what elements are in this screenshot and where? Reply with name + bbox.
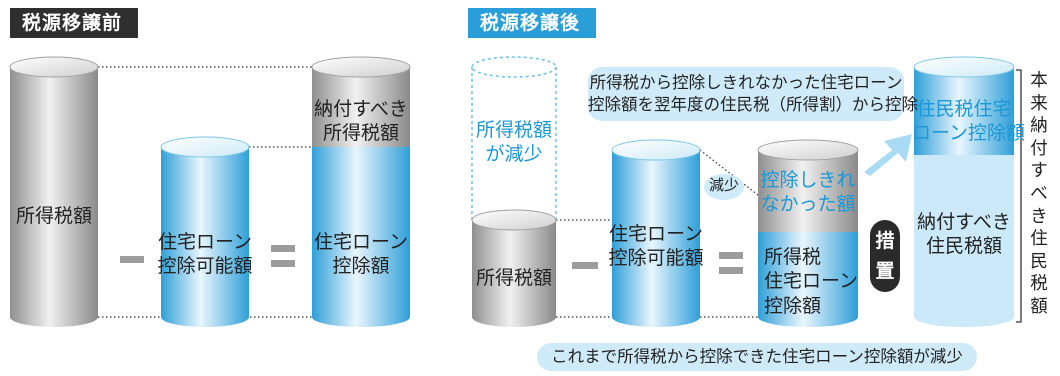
- minus-sign-after: [572, 262, 598, 269]
- credit-label-before: 住宅ローン控除額: [313, 231, 409, 278]
- credit-available-label-after: 住宅ローン控除可能額: [608, 223, 704, 270]
- bracket-label-char: す: [1030, 161, 1048, 182]
- credit-available-cylinder-after: [611, 139, 701, 327]
- bracket-label-char: 住: [1030, 229, 1048, 250]
- reduced-tax-ghost-cylinder: [471, 56, 557, 220]
- reduce-tag-label: 減少: [708, 176, 739, 194]
- credit-available-cylinder-before: [160, 136, 250, 327]
- measure-badge-bg: [870, 220, 900, 292]
- bracket-label-char: 付: [1030, 138, 1048, 159]
- result-cylinder-after: [757, 139, 859, 327]
- bracket-label-char: 税: [1030, 274, 1048, 295]
- transfer-arrow: [864, 134, 912, 176]
- income-tax-label-before: 所得税額: [15, 205, 92, 227]
- bracket-label-char: べ: [1030, 183, 1048, 204]
- bracket-label: 本来納付すべき住民税額: [1026, 70, 1052, 319]
- note-bottom-bubble: これまで所得税から控除できた住宅ローン控除額が減少: [537, 343, 977, 371]
- note-top-bubble: 所得税から控除しきれなかった住宅ローン控除額を翌年度の住民税（所得割）から控除: [588, 67, 918, 121]
- connector-lines-after: [552, 149, 759, 318]
- reduced-tax-label: 所得税額が減少: [475, 119, 552, 166]
- income-tax-cylinder-after: [471, 209, 557, 327]
- equals-sign-before: [271, 245, 295, 267]
- bracket-label-char: 来: [1030, 93, 1048, 114]
- income-tax-cylinder-before: [9, 56, 99, 327]
- income-tax-label-after: 所得税額: [475, 267, 552, 289]
- reduce-tag-bg: [704, 174, 744, 200]
- measure-label: 措置: [875, 230, 895, 282]
- bracket: [1016, 69, 1022, 323]
- bracket-label-char: 納: [1030, 116, 1048, 137]
- resident-tax-cylinder: [913, 56, 1015, 327]
- panel-title-before: 税源移譲前: [10, 8, 138, 38]
- bracket-label-char: 民: [1030, 251, 1048, 272]
- tax-due-label-before: 納付すべき所得税額: [314, 98, 408, 145]
- resident-credit-label: 住民税住宅ローン控除額: [912, 98, 1026, 145]
- result-cylinder-before: [311, 56, 411, 327]
- bracket-label-char: 額: [1030, 296, 1048, 317]
- credit-detail-label: 所得税住宅ローン控除額: [764, 246, 859, 317]
- bracket-label-char: 本: [1030, 71, 1048, 91]
- panel-title-after: 税源移譲後: [468, 8, 596, 38]
- resident-due-label: 納付すべき住民税額: [917, 211, 1011, 258]
- minus-sign-before: [120, 256, 144, 263]
- bracket-label-char: き: [1030, 206, 1048, 227]
- equals-sign-after: [719, 252, 743, 274]
- uncredited-label: 控除しきれなかった額: [760, 169, 856, 216]
- credit-available-label-before: 住宅ローン控除可能額: [157, 231, 253, 278]
